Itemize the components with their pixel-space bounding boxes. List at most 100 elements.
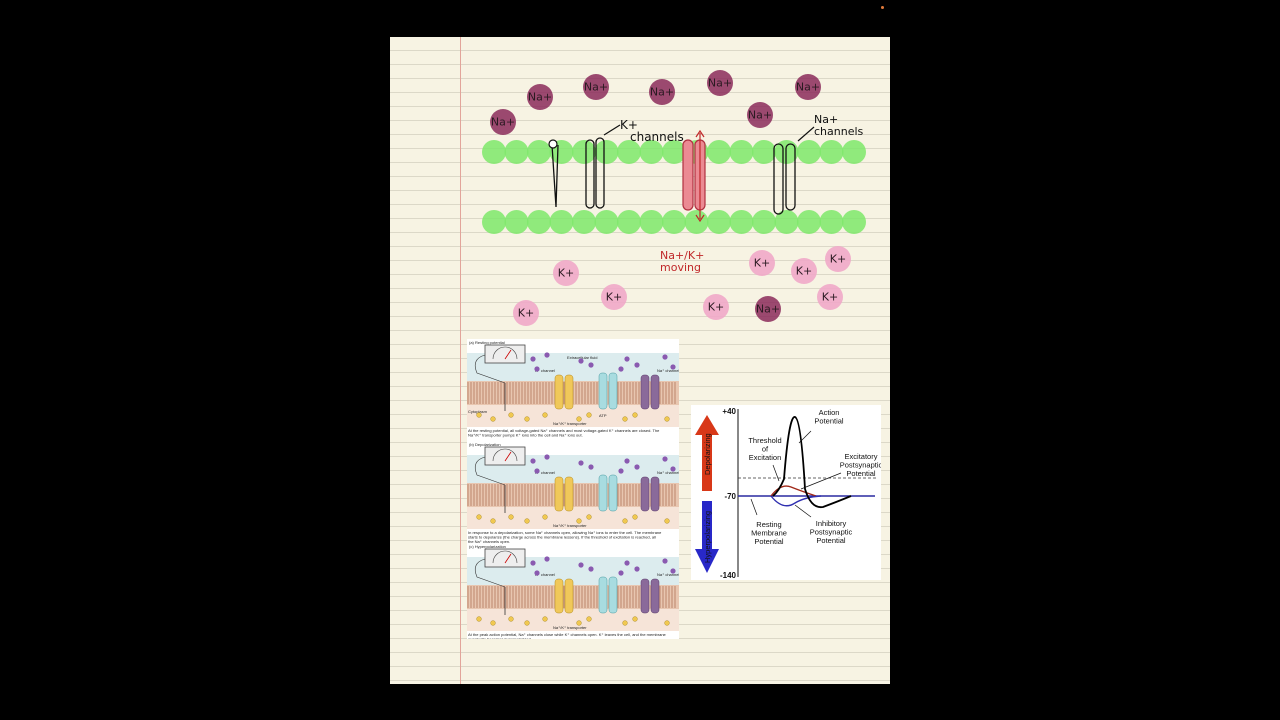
threshold-label: Excitation: [749, 453, 782, 462]
pump-label: Na⁺/K⁺ transporter: [553, 421, 587, 426]
action-potential-label: Action: [819, 408, 840, 417]
na-pointer: [797, 126, 815, 142]
panel-caption: At the peak action potential, Na⁺ channe…: [468, 632, 667, 637]
ipsp-label: Postsynaptic: [810, 528, 853, 537]
pointer-line: [750, 498, 758, 516]
ion-label: K+: [606, 291, 622, 304]
ion-label: K+: [822, 291, 838, 304]
na-channel-left: [773, 143, 784, 215]
membrane-bead: [797, 140, 821, 164]
k-pointer: [603, 124, 621, 136]
hyperpolarizing-arrow-body: [702, 501, 712, 551]
na-channel-label: Na⁺ channel: [657, 470, 679, 475]
membrane-bead: [572, 210, 596, 234]
ion-inside: K+: [791, 258, 817, 284]
ion-label: K+: [754, 257, 770, 270]
k-channel-right: [595, 137, 605, 209]
y-tick-label: -70: [724, 492, 736, 501]
ion-label: K+: [558, 267, 574, 280]
leak-channel: [551, 144, 559, 208]
ion-label: Na+: [584, 81, 608, 94]
ion-inside: K+: [825, 246, 851, 272]
membrane-bead: [752, 140, 776, 164]
membrane-bead: [662, 210, 686, 234]
pointer-line: [798, 430, 812, 444]
ion-label: K+: [830, 253, 846, 266]
na-label-line1: Na+: [814, 113, 838, 126]
panel-caption: eventually becomes hyperpolarized.: [468, 637, 532, 640]
panel-caption: Na⁺/K⁺ transporter pumps K⁺ ions into th…: [468, 433, 583, 438]
membrane-bead: [729, 140, 754, 164]
depolarizing-arrow-head: [695, 415, 719, 435]
depolarizing-arrow-body: [702, 433, 712, 491]
figure-panel: (b) Depolarization K⁺ channel Na⁺ channelN…: [467, 442, 679, 544]
membrane-bead: [752, 210, 776, 234]
hyperpolarizing-arrow-head: [695, 549, 719, 573]
membrane-bead: [819, 140, 844, 164]
ipsp-curve: [770, 495, 822, 507]
membrane-bead: [729, 210, 754, 234]
ion-outside: Na+: [795, 74, 821, 100]
panel-caption: starts to depolarize (the charge across …: [468, 535, 656, 540]
channels: [548, 124, 815, 223]
membrane-bead: [842, 140, 866, 164]
na-label-line2: channels: [814, 125, 864, 138]
ion-inside: K+: [513, 300, 539, 326]
k-channel-label: K⁺ channel: [535, 470, 555, 475]
status-dot: [881, 6, 884, 9]
k-channel-left: [585, 139, 595, 209]
ion-label: K+: [708, 301, 724, 314]
ion-label: K+: [518, 307, 534, 320]
k-label-line1: K+: [620, 118, 638, 132]
panel-title: (a) Resting potential: [469, 340, 505, 345]
panel-caption: At the resting potential, all voltage-ga…: [468, 428, 660, 433]
membrane-bead: [504, 140, 529, 164]
membrane-bilayer: [482, 140, 866, 234]
membrane-bead: [504, 210, 529, 234]
pump-label-line1: Na+/K+: [660, 249, 704, 262]
membrane-bead: [527, 140, 551, 164]
pointer-line: [772, 464, 780, 482]
membrane-bead: [572, 140, 596, 164]
threshold-label: Threshold: [748, 436, 781, 445]
membrane-bead: [662, 140, 686, 164]
ion-label: Na+: [528, 91, 552, 104]
ion-inside: K+: [749, 250, 775, 276]
membrane-bead: [842, 210, 866, 234]
membrane-bead: [707, 210, 731, 234]
action-potential-curve: [772, 416, 852, 509]
na-channel-label: Na⁺ channel: [657, 572, 679, 577]
ion-outside: Na+: [707, 70, 733, 96]
ion-label: Na+: [650, 86, 674, 99]
membrane-bead: [594, 210, 619, 234]
resting-label: Membrane: [751, 529, 787, 538]
panel-caption: the Na⁺ channels open.: [468, 539, 510, 544]
fluid-top-label: Extracellular fluid: [567, 355, 597, 360]
ion-inside: K+: [703, 294, 729, 320]
ion-outside: Na+: [649, 79, 675, 105]
margin-line: [460, 37, 461, 684]
epsp-label: Excitatory: [845, 452, 878, 461]
ion-label: Na+: [491, 116, 515, 129]
na-channel-label: Na⁺ channel: [657, 368, 679, 373]
ion-inside: K+: [601, 284, 627, 310]
leak-channel-gate: [548, 139, 558, 149]
membrane-bead: [707, 140, 731, 164]
pump-left: [682, 139, 694, 211]
membrane-bead: [617, 140, 641, 164]
membrane-bead: [594, 140, 619, 164]
panel-title: (b) Depolarization: [469, 442, 501, 447]
membrane-bead: [527, 210, 551, 234]
k-label-line2: channels: [630, 130, 684, 144]
notebook-page: K+ channels Na+ channels Na+/K+ moving N…: [390, 37, 890, 684]
hyperpolarizing-label: Hyperpolarizing: [703, 511, 712, 563]
ion-label: Na+: [748, 109, 772, 122]
pointer-line: [794, 504, 812, 518]
ion-outside: Na+: [583, 74, 609, 100]
pump-label: Na⁺/K⁺ transporter: [553, 523, 587, 528]
ipsp-label: Potential: [816, 536, 846, 545]
ion-label: K+: [796, 265, 812, 278]
membrane-bead: [617, 210, 641, 234]
membrane-bead: [774, 210, 799, 234]
